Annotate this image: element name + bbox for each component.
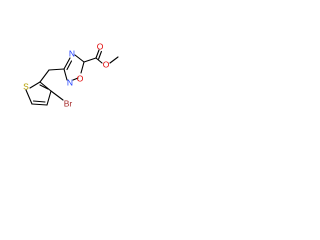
bond-n4-c5 — [74, 54, 85, 63]
bond-c5-c4-double — [32, 100, 46, 103]
bond-c5-cester — [83, 57, 97, 63]
bond-ch2-ring — [48, 68, 65, 71]
bond-s-c5 — [25, 89, 33, 105]
bond-o1-n2 — [72, 77, 79, 81]
structure-canvas: S Br N N O O O — [0, 0, 152, 152]
bond-c3-br — [50, 90, 64, 101]
bond-c2-s — [29, 81, 41, 89]
bond-c3-c2-double — [39, 84, 49, 90]
atom-oxygen-1-label: O — [77, 73, 84, 83]
bond-c2-ch2 — [39, 69, 50, 83]
bond-c3-n4-double — [66, 60, 73, 71]
bond-c3-n4 — [63, 57, 71, 70]
bond-o-methyl — [109, 56, 119, 64]
bond-c3-c2 — [39, 81, 52, 92]
atom-nitrogen-2-label: N — [67, 77, 73, 87]
bond-c-o-ester — [95, 57, 103, 64]
atom-carbonyl-oxygen-label: O — [97, 41, 104, 51]
bond-n2-c3 — [63, 68, 68, 81]
bond-c5-c4 — [31, 103, 48, 106]
bond-c-o-carbonyl-double — [98, 50, 102, 60]
atom-bromine-label: Br — [64, 98, 73, 108]
bond-c4-c3 — [46, 90, 52, 106]
atom-nitrogen-4-label: N — [69, 48, 75, 58]
atom-sulfur-label: S — [23, 81, 29, 91]
atom-ester-oxygen-label: O — [103, 59, 110, 69]
molecule-structure: S Br N N O O O — [23, 41, 119, 108]
bond-c5-o1 — [80, 61, 85, 74]
bond-c-o-carbonyl — [95, 49, 100, 59]
